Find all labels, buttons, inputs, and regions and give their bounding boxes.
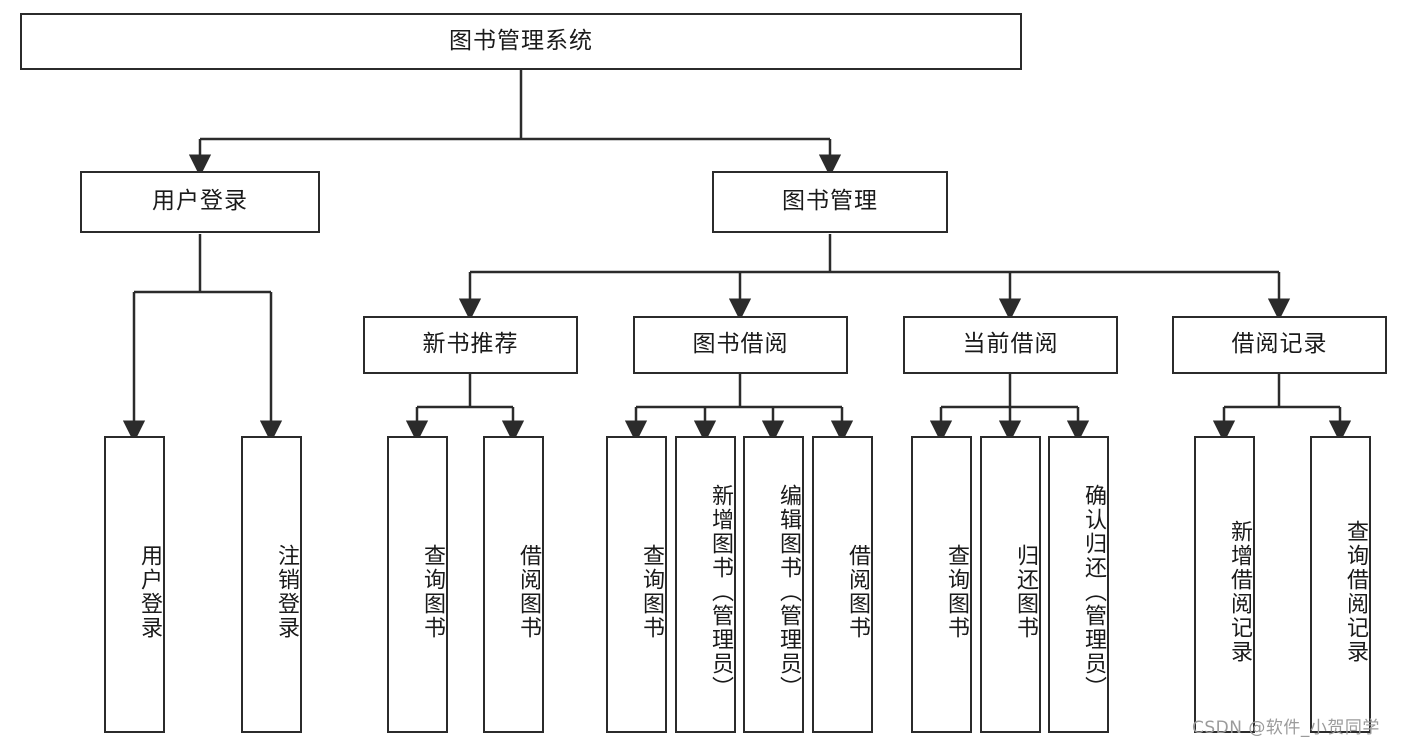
csdn-watermark: CSDN @软件_小贺同学 xyxy=(1192,718,1380,738)
node-user-login-label: 用户登录 xyxy=(152,188,248,215)
leaf-user-login-label: 用户登录 xyxy=(137,543,162,640)
node-new-book-recommend-label: 新书推荐 xyxy=(422,331,519,358)
node-root-label: 图书管理系统 xyxy=(449,27,593,54)
leaf-current-confirm-return[interactable]: 确认归还（管理员） xyxy=(1048,436,1109,733)
node-root[interactable]: 图书管理系统 xyxy=(20,13,1022,70)
leaf-borrow-query-book-label: 查询图书 xyxy=(639,543,664,640)
node-current-borrow-label: 当前借阅 xyxy=(962,331,1059,358)
leaf-record-query-record[interactable]: 查询借阅记录 xyxy=(1310,436,1371,733)
leaf-current-confirm-return-label: 确认归还（管理员） xyxy=(1081,483,1106,700)
node-book-borrow-label: 图书借阅 xyxy=(692,331,789,358)
node-borrow-record-label: 借阅记录 xyxy=(1231,331,1328,358)
leaf-newbook-borrow-book[interactable]: 借阅图书 xyxy=(483,436,544,733)
leaf-borrow-add-book-label: 新增图书（管理员） xyxy=(708,483,733,700)
leaf-logout-label: 注销登录 xyxy=(274,543,299,640)
node-book-borrow[interactable]: 图书借阅 xyxy=(633,316,848,374)
leaf-current-return-book[interactable]: 归还图书 xyxy=(980,436,1041,733)
leaf-newbook-query-book-label: 查询图书 xyxy=(420,543,445,640)
leaf-borrow-edit-book-label: 编辑图书（管理员） xyxy=(776,483,801,700)
leaf-logout[interactable]: 注销登录 xyxy=(241,436,302,733)
node-book-management[interactable]: 图书管理 xyxy=(712,171,948,233)
leaf-borrow-edit-book[interactable]: 编辑图书（管理员） xyxy=(743,436,804,733)
leaf-current-return-book-label: 归还图书 xyxy=(1013,543,1038,640)
leaf-newbook-borrow-book-label: 借阅图书 xyxy=(516,543,541,640)
node-current-borrow[interactable]: 当前借阅 xyxy=(903,316,1118,374)
leaf-borrow-borrow-book[interactable]: 借阅图书 xyxy=(812,436,873,733)
leaf-current-query-book-label: 查询图书 xyxy=(944,543,969,640)
node-book-management-label: 图书管理 xyxy=(782,188,878,215)
leaf-current-query-book[interactable]: 查询图书 xyxy=(911,436,972,733)
leaf-borrow-query-book[interactable]: 查询图书 xyxy=(606,436,667,733)
leaf-record-add-record[interactable]: 新增借阅记录 xyxy=(1194,436,1255,733)
leaf-record-add-record-label: 新增借阅记录 xyxy=(1227,519,1252,664)
node-user-login[interactable]: 用户登录 xyxy=(80,171,320,233)
leaf-newbook-query-book[interactable]: 查询图书 xyxy=(387,436,448,733)
leaf-borrow-borrow-book-label: 借阅图书 xyxy=(845,543,870,640)
leaf-user-login[interactable]: 用户登录 xyxy=(104,436,165,733)
leaf-record-query-record-label: 查询借阅记录 xyxy=(1343,519,1368,664)
node-borrow-record[interactable]: 借阅记录 xyxy=(1172,316,1387,374)
node-new-book-recommend[interactable]: 新书推荐 xyxy=(363,316,578,374)
leaf-borrow-add-book[interactable]: 新增图书（管理员） xyxy=(675,436,736,733)
